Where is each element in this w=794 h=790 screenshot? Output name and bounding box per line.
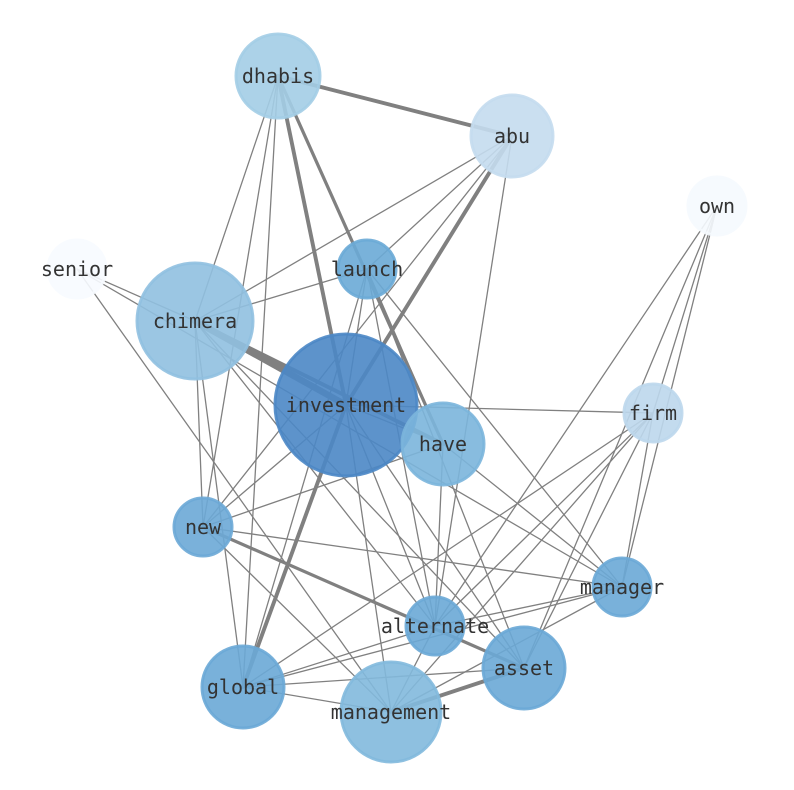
edge-firm-management bbox=[390, 412, 654, 713]
edge-firm-global bbox=[242, 412, 654, 688]
node-circle-chimera bbox=[135, 261, 255, 381]
node-dhabis: dhabis bbox=[234, 32, 322, 120]
node-circle-global bbox=[200, 644, 286, 730]
node-label-senior: senior bbox=[41, 257, 113, 281]
edge-new-manager bbox=[202, 526, 623, 588]
node-label-asset: asset bbox=[494, 656, 554, 680]
node-circle-asset bbox=[481, 625, 567, 711]
edge-abu-chimera bbox=[194, 135, 513, 322]
edge-launch-manager bbox=[366, 268, 623, 588]
node-label-dhabis: dhabis bbox=[242, 64, 314, 88]
node-circle-new bbox=[172, 496, 234, 558]
edge-chimera-alternate bbox=[194, 320, 436, 627]
node-investment: investment bbox=[273, 332, 419, 478]
node-label-new: new bbox=[185, 515, 222, 539]
node-label-investment: investment bbox=[286, 393, 406, 417]
edge-senior-management bbox=[76, 268, 392, 713]
node-label-management: management bbox=[331, 700, 451, 724]
edge-firm-asset bbox=[523, 412, 654, 669]
node-global: global bbox=[200, 644, 286, 730]
node-circle-dhabis bbox=[234, 32, 322, 120]
edge-own-asset bbox=[523, 205, 718, 669]
node-label-launch: launch bbox=[331, 257, 403, 281]
node-asset: asset bbox=[481, 625, 567, 711]
edge-new-asset bbox=[201, 525, 526, 670]
edge-manager-alternate bbox=[434, 586, 623, 627]
node-label-own: own bbox=[699, 194, 735, 218]
node-label-have: have bbox=[419, 432, 467, 456]
node-alternate: alternate bbox=[381, 595, 489, 657]
edge-launch-global bbox=[242, 268, 368, 688]
node-label-firm: firm bbox=[629, 401, 677, 425]
node-circle-investment bbox=[273, 332, 419, 478]
node-circle-manager bbox=[591, 556, 653, 618]
edge-own-firm bbox=[652, 205, 718, 414]
node-circle-management bbox=[339, 660, 443, 764]
node-new: new bbox=[172, 496, 234, 558]
node-label-global: global bbox=[207, 675, 279, 699]
node-chimera: chimera bbox=[135, 261, 255, 381]
node-circle-have bbox=[400, 401, 486, 487]
node-label-abu: abu bbox=[494, 124, 530, 148]
node-label-manager: manager bbox=[580, 575, 664, 599]
node-abu: abu bbox=[469, 93, 555, 179]
node-have: have bbox=[400, 401, 486, 487]
node-firm: firm bbox=[622, 382, 684, 444]
node-circle-firm bbox=[622, 382, 684, 444]
edge-dhabis-global bbox=[242, 75, 279, 688]
edge-firm-alternate bbox=[434, 412, 654, 627]
node-own: own bbox=[686, 175, 748, 237]
node-circle-abu bbox=[469, 93, 555, 179]
node-circle-own bbox=[686, 175, 748, 237]
node-circle-alternate bbox=[404, 595, 466, 657]
node-circle-senior bbox=[46, 238, 108, 300]
edge-own-alternate bbox=[434, 205, 718, 627]
node-circle-launch bbox=[336, 238, 398, 300]
node-label-chimera: chimera bbox=[153, 309, 237, 333]
node-launch: launch bbox=[331, 238, 403, 300]
node-label-alternate: alternate bbox=[381, 614, 489, 638]
edge-abu-alternate bbox=[434, 135, 513, 627]
node-senior: senior bbox=[41, 238, 113, 300]
node-management: management bbox=[331, 660, 451, 764]
node-layer: dhabis abu own senior launch chimera investmen… bbox=[41, 32, 748, 764]
node-manager: manager bbox=[580, 556, 664, 618]
